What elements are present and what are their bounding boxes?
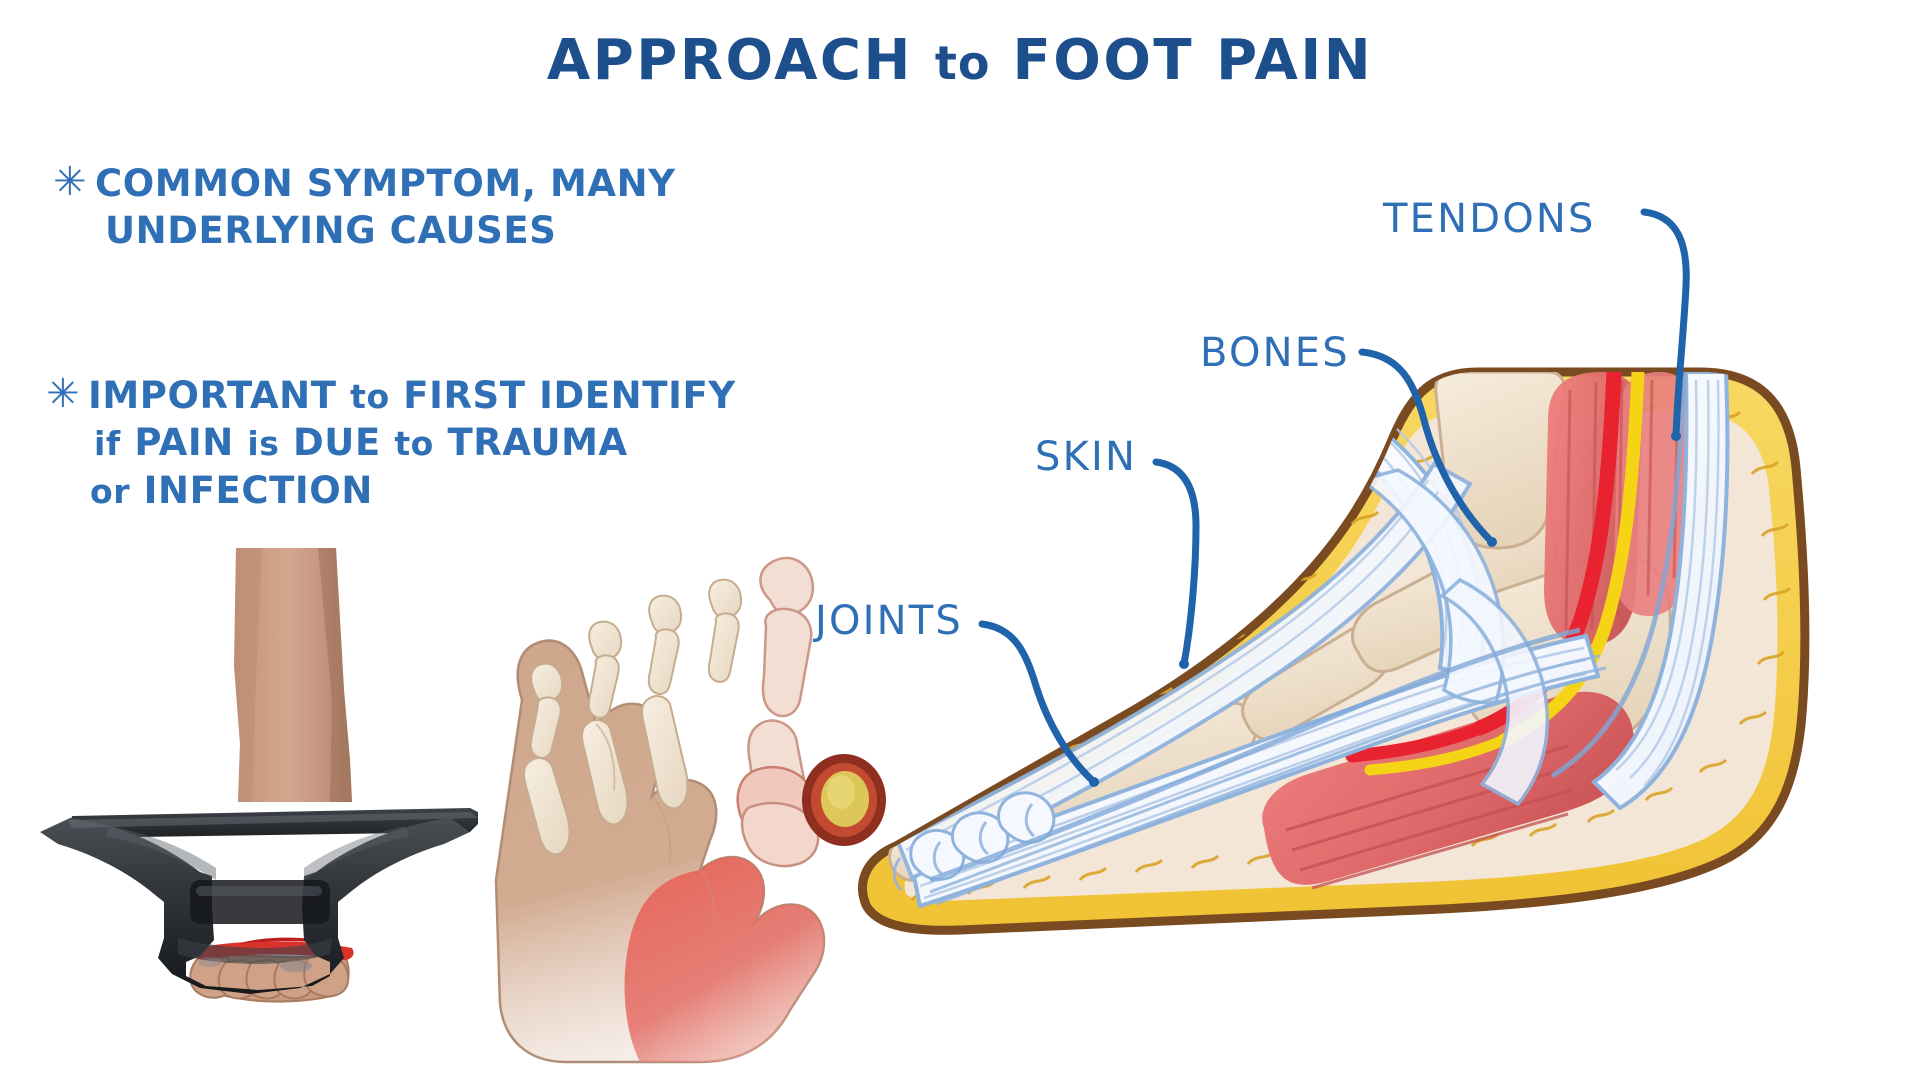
seg-or: or (90, 471, 131, 511)
seg-is: is (247, 424, 280, 464)
label-skin: SKIN (1035, 434, 1138, 480)
seg-due: DUE (292, 421, 381, 465)
bullet-1-line-1: COMMON SYMPTOM, MANY (95, 162, 676, 205)
anvil-shape (40, 808, 478, 994)
bullet-1-line-2: UNDERLYING CAUSES (105, 209, 557, 253)
seg-important: IMPORTANT (88, 374, 337, 417)
seg-to: to (350, 377, 390, 416)
label-bones: BONES (1200, 330, 1350, 376)
label-tendons: TENDONS (1383, 196, 1596, 242)
seg-to-2: to (394, 424, 434, 464)
bullet-2-line-3: or INFECTION (88, 467, 878, 514)
bullet-2-line-2: if PAIN is DUE to TRAUMA (88, 419, 878, 466)
asterisk-icon: ✳ (53, 159, 88, 205)
bullet-item-2: ✳ IMPORTANT to FIRST IDENTIFY if PAIN is… (46, 372, 878, 514)
title-connector: to (934, 36, 991, 90)
gout-foot (494, 556, 886, 1064)
bullet-item-1: ✳ COMMON SYMPTOM, MANY UNDERLYING CAUSES (53, 160, 795, 255)
bullet-2-line-1: IMPORTANT to FIRST IDENTIFY (88, 372, 878, 419)
title-part-2: FOOT PAIN (1012, 28, 1374, 93)
seg-infection: INFECTION (143, 468, 373, 512)
seg-pain: PAIN (134, 421, 234, 465)
label-joints: JOINTS (815, 598, 964, 644)
veins (929, 372, 1687, 883)
title-part-1: APPROACH (546, 28, 913, 93)
asterisk-icon: ✳ (46, 371, 81, 417)
seg-first-identify: FIRST IDENTIFY (403, 374, 736, 417)
seg-trauma: TRAUMA (447, 421, 628, 465)
page-title: APPROACH to FOOT PAIN (0, 28, 1920, 93)
seg-if: if (94, 424, 121, 464)
pustule (802, 754, 886, 846)
leg-shape (234, 548, 352, 802)
